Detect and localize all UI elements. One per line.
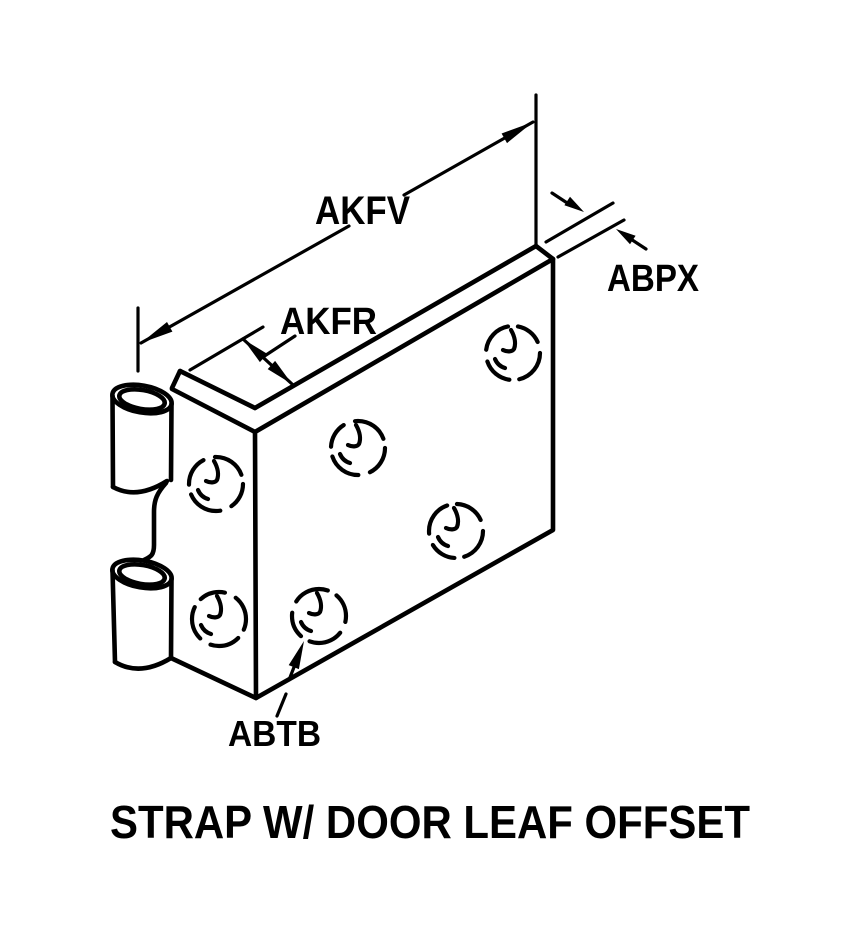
hole-rim (189, 589, 249, 649)
figure-title: STRAP W/ DOOR LEAF OFFSET (110, 796, 750, 848)
knuckle-top-inner-ellipse (116, 387, 168, 412)
hole-bore-mark (306, 590, 324, 617)
akfr-arrowhead-upper (243, 339, 268, 363)
abpx-arrow-shaft-lower (628, 236, 648, 251)
leaf-top-outer-edge (252, 243, 539, 411)
knuckle-top-right-side (168, 401, 174, 483)
abpx-arrowhead-upper (564, 196, 584, 212)
abpx-extension-line-upper (544, 201, 615, 244)
hole-rim (186, 454, 246, 514)
leaf-plate (168, 243, 556, 701)
dimension-akfv: AKFV (136, 93, 538, 373)
abpx-extension-line-lower (556, 218, 626, 259)
hole-bore-mark (443, 505, 461, 532)
leaf-top-corner-chamfer (533, 243, 556, 262)
abpx-arrowhead-lower (616, 229, 636, 245)
flange-end-cap (169, 368, 183, 391)
knuckle-bottom-bottom-arc (112, 655, 174, 671)
hole-bore-tick (435, 534, 451, 549)
akfv-dim-line-lower (139, 224, 351, 345)
abpx-label: ABPX (607, 258, 700, 300)
akfv-label: AKFV (315, 189, 410, 233)
offset-flange (169, 368, 258, 435)
hole-rim (328, 418, 388, 478)
knuckle-top-left-side (110, 393, 116, 490)
flange-lower-edge (169, 386, 258, 435)
hole-bore-mark (206, 593, 224, 620)
akfr-leader-line (261, 334, 297, 359)
akfr-label: AKFR (280, 301, 377, 343)
flange-upper-edge (177, 368, 258, 411)
dimension-akfr: AKFR (188, 301, 377, 386)
hole-bore-tick (195, 487, 211, 502)
hinge-knuckle-bottom (110, 557, 174, 671)
mounting-hole (189, 589, 249, 649)
hole-bore-tick (337, 451, 353, 466)
mounting-hole (426, 501, 486, 561)
abtb-arrowhead (288, 641, 304, 670)
strap-part-outline (110, 243, 556, 701)
akfr-extension-line (188, 325, 265, 372)
knuckle-top-bottom-arc (110, 478, 170, 495)
hole-rim (426, 501, 486, 561)
leaf-main-face (252, 256, 556, 701)
hole-bore-mark (345, 422, 363, 449)
mounting-hole (289, 586, 349, 646)
knuckle-bottom-left-side (110, 567, 118, 665)
dimension-abpx: ABPX (544, 191, 700, 300)
hole-rim (483, 323, 543, 383)
knuckle-bottom-right-side (168, 576, 174, 661)
hole-bore-mark (203, 458, 221, 485)
hole-rim (289, 586, 349, 646)
akfr-arrowhead-lower (267, 360, 292, 384)
hole-bore-tick (198, 622, 214, 637)
abtb-label: ABTB (228, 713, 321, 754)
mounting-hole (186, 454, 246, 514)
hole-bore-tick (298, 619, 314, 634)
abtb-leader-segment-lower (275, 692, 288, 718)
leaf-left-strip-bottom-edge (168, 655, 259, 701)
leaf-edge-between-knuckles (141, 480, 169, 563)
knuckle-bottom-inner-ellipse (116, 562, 168, 587)
mounting-holes (186, 323, 543, 649)
hole-bore-mark (500, 327, 518, 354)
mounting-hole (483, 323, 543, 383)
hole-bore-tick (492, 356, 508, 371)
hinge-knuckle-top (110, 382, 174, 495)
mounting-hole (328, 418, 388, 478)
akfv-arrowhead-left (141, 322, 173, 343)
dimension-abtb: ABTB (228, 641, 321, 754)
akfv-arrowhead-right (501, 122, 533, 144)
